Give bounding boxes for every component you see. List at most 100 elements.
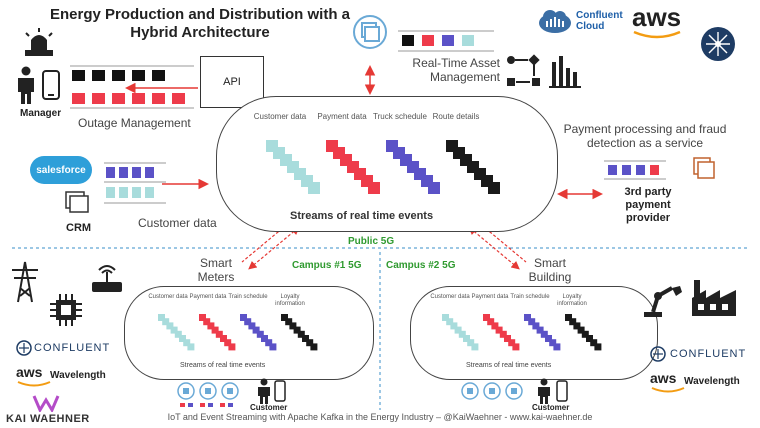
crm-queue xyxy=(104,162,166,204)
main-event-streams-oval xyxy=(216,96,558,232)
stream-event-block xyxy=(203,318,211,326)
left-col-payment-data: Payment data xyxy=(189,294,227,300)
right-col-payment-data: Payment data xyxy=(471,294,509,300)
right-streams-caption: Streams of real time events xyxy=(466,362,552,369)
stream-event-block xyxy=(495,326,503,334)
stream-event-block xyxy=(215,330,223,338)
page-title: Energy Production and Distribution with … xyxy=(49,6,350,41)
workflow-icon xyxy=(507,54,540,86)
stream-event-block xyxy=(504,335,511,342)
stream-event-block xyxy=(512,343,520,351)
right-col-train-schedule: Train schedule xyxy=(510,294,550,300)
right-device-icons xyxy=(461,382,523,400)
main-streams-caption: Streams of real time events xyxy=(290,210,434,222)
stream-event-block xyxy=(454,326,462,334)
third-party-provider-label: 3rd party payment provider xyxy=(624,186,672,224)
campus1-streams-oval xyxy=(124,286,374,380)
left-customer-person-icon xyxy=(258,378,270,404)
confluent-cloud-icon xyxy=(539,10,571,33)
left-device-icons xyxy=(177,382,239,400)
stream-event-block xyxy=(265,339,273,347)
stream-event-block xyxy=(244,318,252,326)
confluent-right-label: CONFLUENT xyxy=(670,348,747,360)
right-customer-person-icon xyxy=(538,378,550,404)
stream-event-block xyxy=(308,182,320,194)
payment-queue xyxy=(604,160,666,180)
stream-event-block xyxy=(471,343,479,351)
confluent-left-label: CONFLUENT xyxy=(34,342,111,354)
stream-event-block xyxy=(545,335,552,342)
right-customer-phone-icon xyxy=(556,380,568,402)
right-customer-label: Customer xyxy=(532,403,570,412)
left-customer-label: Customer xyxy=(250,403,288,412)
manager-label: Manager xyxy=(20,108,62,119)
salesforce-logo: salesforce xyxy=(30,156,92,184)
stream-event-block xyxy=(166,322,174,330)
right-col-loyalty-information: Loyalty information xyxy=(557,294,587,307)
campus2-streams-oval xyxy=(410,286,658,380)
api-label: API xyxy=(223,76,241,88)
stream-event-block xyxy=(532,322,540,330)
aws-logo-top: aws xyxy=(632,2,682,32)
power-tower-icon xyxy=(12,261,38,303)
wifi-router-icon xyxy=(92,265,122,292)
stream-event-block xyxy=(261,335,268,342)
asset-queue xyxy=(398,30,494,52)
outage-queue xyxy=(70,65,194,109)
wavelength-left-label: Wavelength xyxy=(50,370,106,381)
footer-text: IoT and Event Streaming with Apache Kafk… xyxy=(167,412,593,422)
stream-event-block xyxy=(553,343,561,351)
left-streams-caption: Streams of real time events xyxy=(180,362,266,369)
stream-event-block xyxy=(297,330,305,338)
stream-event-block xyxy=(565,314,572,321)
robot-arm-icon xyxy=(644,286,682,317)
stream-event-block xyxy=(446,318,454,326)
crm-label: CRM xyxy=(66,222,92,234)
stream-event-block xyxy=(491,322,499,330)
alarm-light-icon xyxy=(25,28,53,56)
campus2-5g-label: Campus #2 5G xyxy=(386,260,456,271)
stream-event-block xyxy=(162,318,170,326)
stream-event-block xyxy=(187,343,195,351)
kai-logo-icon xyxy=(32,395,60,412)
main-col-payment-data: Payment data xyxy=(317,112,367,121)
stream-event-block xyxy=(269,343,277,351)
stream-event-block xyxy=(463,335,470,342)
customer-data-label: Customer data xyxy=(138,216,217,230)
stream-event-block xyxy=(158,314,165,321)
left-customer-phone-icon xyxy=(274,380,286,402)
stream-event-block xyxy=(220,335,227,342)
stream-event-block xyxy=(487,318,495,326)
stream-event-block xyxy=(594,343,602,351)
stream-event-block xyxy=(183,339,191,347)
stream-event-block xyxy=(573,322,581,330)
stream-event-block xyxy=(488,182,500,194)
stream-event-block xyxy=(569,318,577,326)
left-streams-graphic xyxy=(158,314,318,351)
aws-left-smile-icon xyxy=(17,381,51,387)
stream-event-block xyxy=(207,322,215,330)
kai-waehner-label: KAI WAEHNER xyxy=(6,413,90,425)
campus1-link-a xyxy=(248,226,300,270)
stream-event-block xyxy=(252,326,260,334)
stream-event-block xyxy=(179,335,186,342)
campus2-link-a xyxy=(468,226,520,270)
confluent-left-icon xyxy=(16,340,32,356)
main-col-route-details: Route details xyxy=(432,112,480,121)
stream-event-block xyxy=(458,330,466,338)
stream-event-block xyxy=(170,326,178,334)
factory-icon xyxy=(692,280,736,316)
confluent-right-icon xyxy=(650,346,666,362)
crm-documents-icon xyxy=(65,191,89,213)
aws-left-logo: aws xyxy=(16,364,43,380)
stream-event-block xyxy=(368,182,380,194)
right-col-customer-data: Customer data xyxy=(430,294,470,300)
aws-smile-icon xyxy=(633,30,681,39)
stream-event-block xyxy=(528,318,536,326)
stream-event-block xyxy=(228,343,236,351)
stream-event-block xyxy=(450,322,458,330)
stream-event-block xyxy=(536,326,544,334)
stream-event-block xyxy=(256,330,264,338)
phone-icon xyxy=(42,70,60,100)
stream-event-block xyxy=(540,330,548,338)
